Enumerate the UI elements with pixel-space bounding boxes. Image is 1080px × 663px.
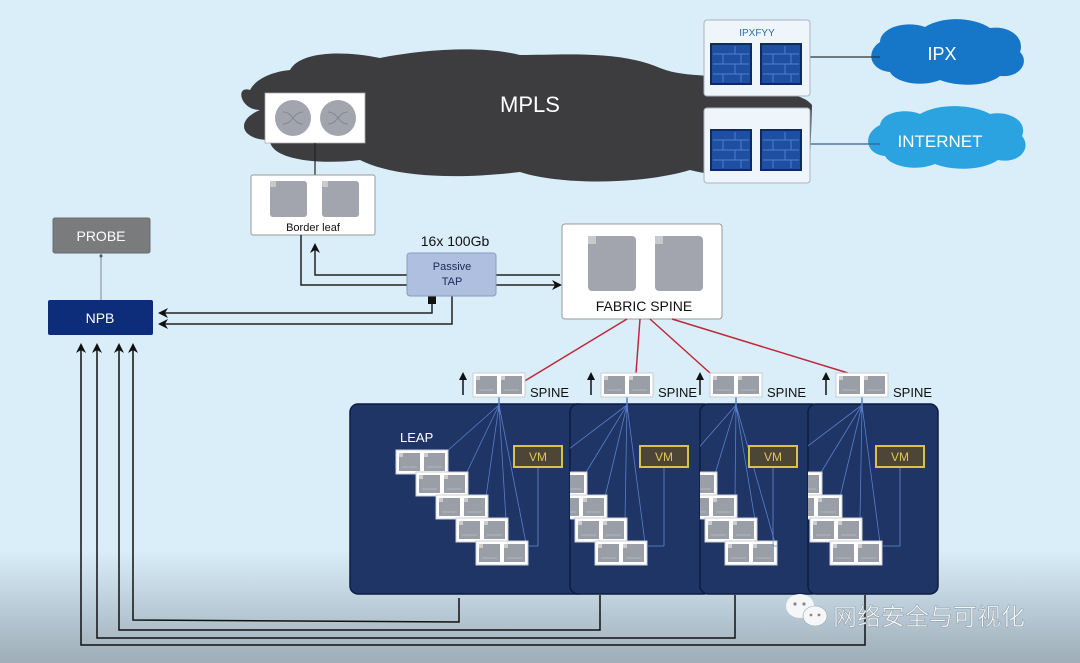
tap-link-label: 16x 100Gb: [421, 233, 490, 249]
fabric-uplinks: [522, 318, 849, 383]
npb-box[interactable]: NPB: [48, 300, 153, 335]
ipx-cloud: IPX: [871, 19, 1024, 85]
up-arrow-icon: [822, 372, 830, 395]
fabric-spine-label: FABRIC SPINE: [596, 298, 692, 314]
leaf-switch[interactable]: [435, 494, 489, 520]
pod-spine-switch[interactable]: SPINE: [696, 372, 806, 412]
vm-label: VM: [529, 450, 547, 464]
leaf-switch[interactable]: [574, 517, 628, 543]
firewall-group-label: IPXFYY: [739, 28, 775, 39]
mpls-cloud: MPLS: [241, 49, 813, 182]
mpls-label: MPLS: [500, 92, 560, 117]
fabric-spine[interactable]: FABRIC SPINE: [561, 223, 723, 320]
up-arrow-icon: [696, 372, 704, 395]
pod-4-content: VM: [808, 404, 925, 566]
pod-1-content: VM LEAP: [395, 404, 563, 566]
pod-spine-switch[interactable]: SPINE: [822, 372, 932, 412]
firewall-icon: [710, 129, 752, 171]
firewall-pair-ipx[interactable]: IPXFYY: [703, 19, 811, 97]
pod-2-content: VM: [570, 404, 689, 566]
up-arrow-icon: [587, 372, 595, 395]
vm-label: VM: [891, 450, 909, 464]
ipx-label: IPX: [927, 44, 956, 64]
leaf-switch[interactable]: [809, 517, 863, 543]
spine-label: SPINE: [893, 385, 932, 400]
probe-label: PROBE: [76, 228, 125, 244]
probe-box[interactable]: PROBE: [52, 217, 151, 254]
vm-label: VM: [655, 450, 673, 464]
leaf-switch[interactable]: [395, 449, 449, 475]
pod-spine-switch[interactable]: SPINE: [587, 372, 697, 412]
vm-label: VM: [764, 450, 782, 464]
pod-spine-switch[interactable]: SPINE: [459, 372, 569, 412]
border-leaf-label: Border leaf: [286, 222, 341, 234]
leaf-switch[interactable]: [475, 540, 529, 566]
border-leaf[interactable]: Border leaf: [250, 174, 376, 236]
leaf-switch[interactable]: [594, 540, 648, 566]
tap-label-line2: TAP: [442, 276, 463, 288]
watermark: 网络安全与可视化: [786, 594, 1025, 631]
wechat-icon: [786, 594, 828, 627]
spine-label: SPINE: [658, 385, 697, 400]
firewall-pair-internet[interactable]: [703, 107, 811, 184]
pod-3-content: VM: [700, 404, 798, 566]
firewall-icon: [710, 43, 752, 85]
leaf-switch[interactable]: [829, 540, 883, 566]
leaf-switch[interactable]: [455, 517, 509, 543]
spine-label: SPINE: [767, 385, 806, 400]
leaf-switch[interactable]: [724, 540, 778, 566]
leaf-group-label: LEAP: [400, 430, 433, 445]
passive-tap[interactable]: 16x 100Gb Passive TAP: [406, 233, 497, 297]
vm-box[interactable]: VM: [875, 445, 925, 468]
spine-label: SPINE: [530, 385, 569, 400]
vm-box[interactable]: VM: [748, 445, 798, 468]
firewall-icon: [760, 129, 802, 171]
npb-return-paths: [76, 343, 866, 646]
tap-label-line1: Passive: [433, 261, 472, 273]
vm-box[interactable]: VM: [513, 445, 563, 468]
leaf-switch[interactable]: [415, 471, 469, 497]
internet-cloud: INTERNET: [868, 106, 1026, 169]
mpls-router-pair[interactable]: [264, 92, 366, 144]
watermark-text: 网络安全与可视化: [833, 603, 1025, 631]
up-arrow-icon: [459, 372, 467, 395]
internet-label: INTERNET: [898, 132, 983, 151]
leaf-switch[interactable]: [704, 517, 758, 543]
npb-label: NPB: [86, 310, 115, 326]
firewall-icon: [760, 43, 802, 85]
vm-box[interactable]: VM: [639, 445, 689, 468]
